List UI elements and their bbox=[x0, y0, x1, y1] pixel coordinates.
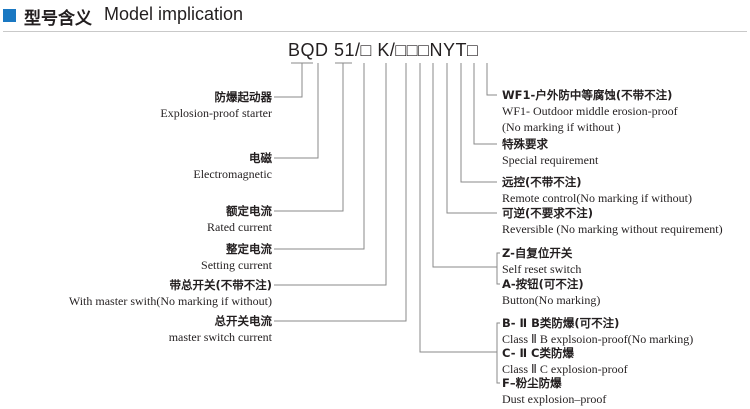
header-square-icon bbox=[3, 9, 16, 22]
label-class-iib: B- Ⅱ B类防爆(可不注) Class Ⅱ B explsoion-proof… bbox=[502, 316, 694, 346]
label-reversible: 可逆(不要求不注) Reversible (No marking without… bbox=[502, 206, 723, 236]
connector-remote-control bbox=[460, 63, 497, 183]
connector-special bbox=[473, 63, 497, 145]
label-master-switch: 带总开关(不带不注) With master swith(No marking … bbox=[68, 278, 272, 308]
label-electromagnetic: 电磁 Electromagnetic bbox=[193, 151, 272, 181]
connector-explosion-proof-starter bbox=[274, 63, 303, 98]
label-rated-current: 额定电流 Rated current bbox=[207, 204, 272, 234]
label-wf1: WF1-户外防中等腐蚀(不带不注) WF1- Outdoor middle er… bbox=[502, 88, 678, 134]
label-explosion-proof-starter: 防爆起动器 Explosion-proof starter bbox=[160, 90, 272, 120]
header-title-cn: 型号含义 bbox=[24, 9, 92, 29]
bracket-explosion-class bbox=[496, 322, 500, 384]
label-remote-control: 远控(不带不注) Remote control(No marking if wi… bbox=[502, 175, 692, 205]
label-class-iic: C- Ⅱ C类防爆 Class Ⅱ C explosion-proof bbox=[502, 346, 628, 376]
connector-electromagnetic bbox=[274, 63, 319, 159]
label-master-switch-current: 总开关电流 master switch current bbox=[168, 314, 272, 344]
header-title-en: Model implication bbox=[104, 4, 244, 24]
connector-switch-type bbox=[432, 63, 497, 268]
label-special-requirement: 特殊要求 Special requirement bbox=[502, 137, 599, 167]
connector-master-switch-current bbox=[274, 63, 407, 322]
connector-explosion-class bbox=[419, 63, 497, 353]
connector-rated-current bbox=[274, 63, 344, 212]
bracket-switch-type bbox=[496, 252, 500, 285]
header-divider bbox=[3, 31, 747, 32]
section-header: 型号含义 Model implication bbox=[0, 0, 750, 34]
model-code: BQD 51/□ K/□□□NYT□ bbox=[288, 40, 479, 60]
connector-reversible bbox=[446, 63, 497, 214]
connector-wf1 bbox=[486, 63, 497, 96]
connector-master-switch bbox=[274, 63, 387, 286]
label-button: A-按钮(可不注) Button(No marking) bbox=[502, 277, 601, 307]
connector-setting-current bbox=[274, 63, 365, 250]
label-setting-current: 整定电流 Setting current bbox=[201, 242, 272, 272]
label-dust-explosion-proof: F–粉尘防爆 Dust explosion–proof bbox=[502, 376, 607, 406]
label-self-reset-switch: Z-自复位开关 Self reset switch bbox=[502, 246, 582, 276]
